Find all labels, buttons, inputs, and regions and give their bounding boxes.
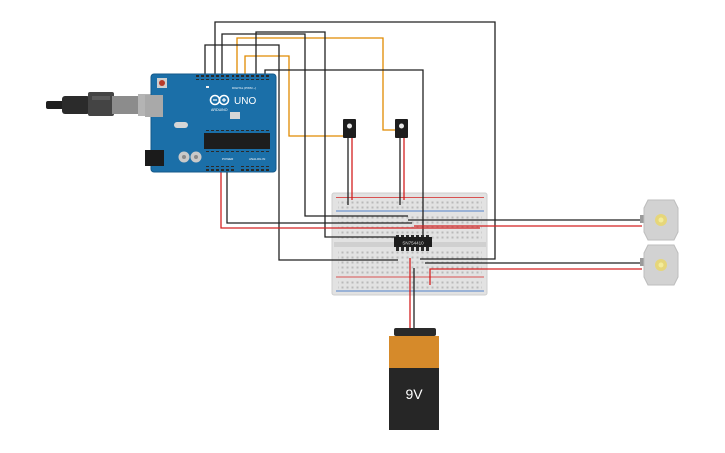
ic-label: SN754410: [402, 241, 424, 246]
9v-battery-icon: 9V: [389, 328, 439, 430]
motor-2-wire-b: [429, 268, 642, 285]
orange-wire-2: [244, 55, 348, 137]
analog-header-label: ANALOG IN: [249, 157, 265, 161]
black-wire-3: [204, 44, 398, 261]
black-wire-4: [255, 31, 396, 238]
black-wire-2: [221, 33, 408, 217]
wires: [204, 21, 642, 331]
arduino-brand-label: ARDUINO: [211, 108, 228, 112]
usb-cable-icon: [46, 92, 154, 116]
black-wire-1: [214, 21, 496, 260]
dc-motor-icon: [643, 244, 679, 286]
motor-driver-ic: SN754410: [394, 233, 432, 251]
battery-label: 9V: [405, 386, 423, 402]
gnd-wire: [226, 172, 412, 224]
power-header-label: POWER: [222, 157, 234, 161]
ldr-sensor-icon: [395, 119, 408, 138]
ldr-sensor-icon: [343, 119, 356, 138]
arduino-logo-icon: [209, 94, 230, 106]
dc-motor-icon: [640, 199, 679, 266]
5v-wire: [220, 172, 480, 229]
arduino-uno-board-icon: UNO ARDUINO DIGITAL (PWM ~) POWER ANALOG…: [145, 73, 277, 173]
arduino-model-label: UNO: [234, 96, 256, 107]
digital-header-label: DIGITAL (PWM ~): [232, 86, 256, 90]
orange-wire-1: [236, 37, 395, 131]
